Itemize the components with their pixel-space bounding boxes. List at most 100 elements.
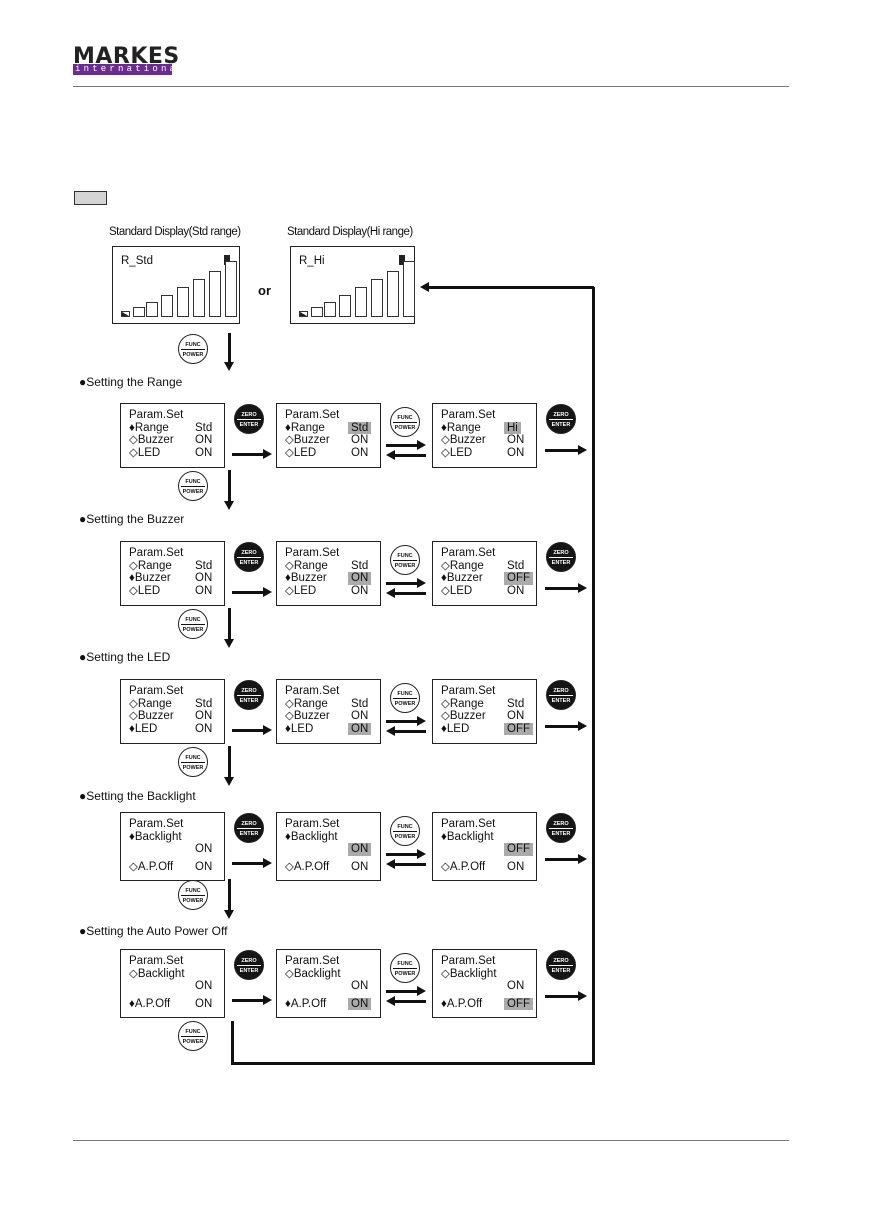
signal-bar	[299, 311, 308, 317]
connector-line	[386, 853, 418, 856]
parameter-name: Buzzer	[137, 710, 174, 722]
button-top-label: FUNC	[185, 479, 201, 485]
button-bottom-label: POWER	[394, 971, 416, 977]
connector-line	[545, 587, 579, 590]
parameter-name: LED	[449, 584, 473, 597]
button-top-label: FUNC	[397, 691, 413, 697]
parameter-name: Backlight	[293, 967, 341, 980]
connector-line	[545, 725, 579, 728]
parameter-value: ON	[507, 860, 525, 873]
arrow-right-icon	[263, 587, 272, 597]
battery-icon	[399, 255, 405, 265]
screen-title: Param.Set	[285, 685, 340, 697]
screen-title: Param.Set	[285, 547, 340, 559]
parameter-value: ON	[351, 446, 369, 459]
parameter-value: ON	[195, 980, 213, 992]
button-top-label: FUNC	[185, 617, 201, 623]
button-bottom-label: POWER	[182, 489, 204, 495]
button-top-label: ZERO	[553, 550, 569, 556]
parameter-value: Std	[507, 559, 525, 572]
parameter-value: ON	[348, 997, 372, 1010]
parameter-name: A.P.Off	[449, 860, 486, 873]
parameter-name: Range	[449, 559, 484, 572]
arrow-left-icon	[386, 588, 395, 598]
connector-line	[386, 990, 418, 993]
selection-marker-icon: ♦	[285, 830, 291, 843]
selection-marker-icon: ♦	[285, 997, 291, 1010]
button-bottom-label: ENTER	[551, 560, 571, 566]
button-top-label: ZERO	[553, 821, 569, 827]
signal-bar	[225, 261, 237, 317]
parameter-value: ON	[507, 584, 525, 597]
button-bottom-label: POWER	[182, 352, 204, 358]
button-divider	[181, 486, 205, 487]
arrow-right-icon	[578, 854, 587, 864]
screen-title: Param.Set	[129, 547, 184, 559]
button-top-label: FUNC	[397, 553, 413, 559]
connector-line	[394, 454, 426, 457]
arrow-right-icon	[578, 583, 587, 593]
screen-title: Param.Set	[441, 685, 496, 697]
selection-marker-icon: ♦	[441, 572, 447, 584]
selection-marker-icon: ♦	[129, 572, 135, 584]
arrow-left-icon	[386, 996, 395, 1006]
gray-label-box	[74, 191, 107, 205]
signal-bar	[311, 307, 323, 317]
arrow-right-icon	[578, 991, 587, 1001]
parameter-name: A.P.Off	[293, 860, 330, 873]
signal-bar	[177, 287, 189, 317]
screen-row: ◇Backlight	[285, 968, 380, 981]
button-bottom-label: ENTER	[239, 560, 259, 566]
button-divider	[237, 695, 261, 696]
arrow-left-icon	[386, 726, 395, 736]
parameter-name: Buzzer	[290, 572, 327, 584]
button-top-label: ZERO	[241, 550, 257, 556]
parameter-value: ON	[351, 584, 369, 597]
parameter-value: ON	[351, 860, 369, 873]
parameter-value: ON	[348, 572, 372, 585]
button-bottom-label: POWER	[394, 701, 416, 707]
parameter-name: LED	[137, 584, 161, 597]
connector-line	[545, 858, 579, 861]
signal-bar	[387, 271, 399, 317]
selection-marker-icon: ♦	[129, 421, 135, 434]
signal-bar	[121, 311, 130, 317]
parameter-name: Range	[137, 559, 172, 572]
selection-marker-icon: ◇	[129, 967, 138, 980]
button-bottom-label: ENTER	[239, 422, 259, 428]
parameter-name: A.P.Off	[137, 860, 174, 873]
connector-line	[545, 995, 579, 998]
arrow-down-icon	[224, 501, 234, 510]
parameter-name: Buzzer	[137, 434, 174, 446]
selection-marker-icon: ◇	[129, 559, 138, 572]
screen-title: Param.Set	[441, 409, 496, 421]
parameter-name: Range	[293, 559, 328, 572]
screen-row: ON	[129, 843, 224, 856]
selection-marker-icon: ◇	[285, 697, 294, 710]
button-divider	[549, 695, 573, 696]
button-divider	[181, 624, 205, 625]
parameter-name: LED	[446, 722, 470, 735]
parameter-name: LED	[293, 584, 317, 597]
